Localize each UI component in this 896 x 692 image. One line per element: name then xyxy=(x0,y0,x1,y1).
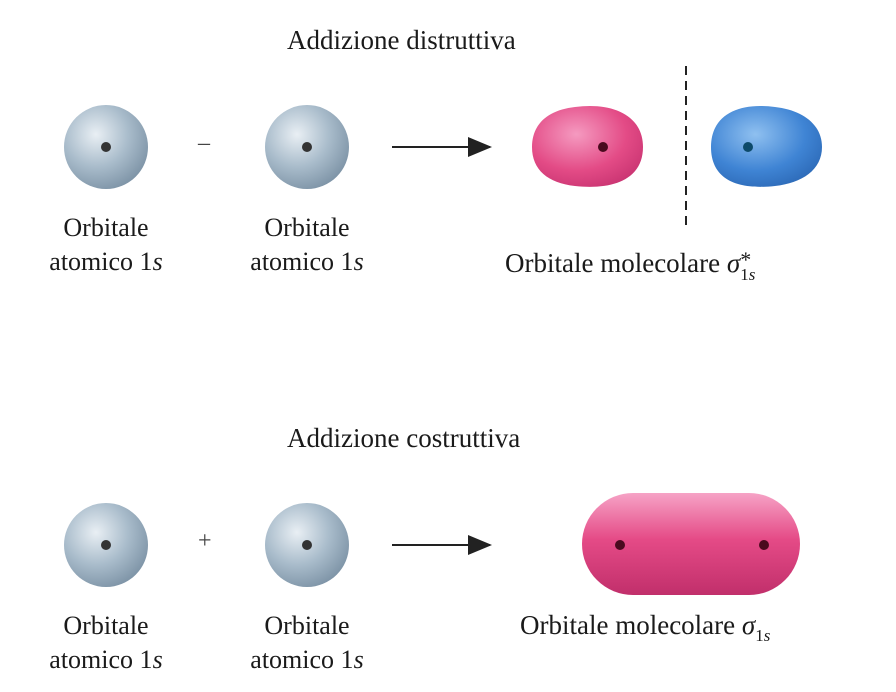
constructive-title: Addizione costruttiva xyxy=(287,423,521,453)
ao-label-line1: Orbitale xyxy=(63,213,149,242)
bonding-orbital xyxy=(582,493,800,595)
nucleus-dot xyxy=(598,142,608,152)
destructive-ao2 xyxy=(265,105,349,189)
constructive-ao2 xyxy=(265,503,349,587)
antibonding-mo-label: Orbitale molecolare σ*1s xyxy=(505,246,756,284)
nucleus-dot xyxy=(615,540,625,550)
ao-label-line2: atomico 1s xyxy=(250,247,364,276)
nucleus-dot xyxy=(759,540,769,550)
plus-operator: + xyxy=(198,528,212,554)
nucleus-dot xyxy=(743,142,753,152)
constructive-ao1-label: Orbitale atomico 1s xyxy=(16,609,196,677)
nucleus-dot xyxy=(101,142,111,152)
nucleus-dot xyxy=(302,142,312,152)
destructive-title: Addizione distruttiva xyxy=(287,25,516,55)
destructive-ao1 xyxy=(64,105,148,189)
nucleus-dot xyxy=(302,540,312,550)
ao-label-line2: atomico 1s xyxy=(250,645,364,674)
antibonding-lobe-positive xyxy=(532,105,643,187)
destructive-ao1-label: Orbitale atomico 1s xyxy=(16,211,196,279)
ao-label-line1: Orbitale xyxy=(63,611,149,640)
antibonding-lobe-negative xyxy=(711,105,822,187)
ao-label-line2: atomico 1s xyxy=(49,645,163,674)
ao-label-line1: Orbitale xyxy=(264,611,350,640)
ao-label-line1: Orbitale xyxy=(264,213,350,242)
constructive-ao2-label: Orbitale atomico 1s xyxy=(217,609,397,677)
constructive-ao1 xyxy=(64,503,148,587)
ao-label-line2: atomico 1s xyxy=(49,247,163,276)
destructive-ao2-label: Orbitale atomico 1s xyxy=(217,211,397,279)
nucleus-dot xyxy=(101,540,111,550)
bonding-mo-label: Orbitale molecolare σ1s xyxy=(520,610,771,645)
minus-operator: – xyxy=(198,130,210,156)
